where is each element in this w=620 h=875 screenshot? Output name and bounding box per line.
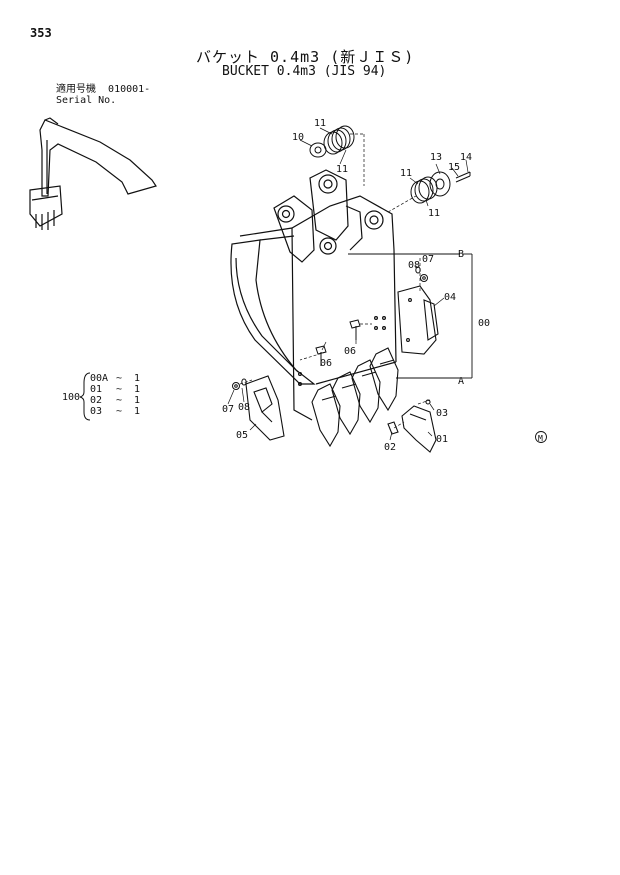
callout-06-upper: 06	[344, 346, 356, 357]
bucket-body	[230, 169, 397, 421]
callout-15: 15	[448, 162, 460, 173]
serial-value: 010001-	[108, 84, 151, 95]
callout-08-left: 08	[238, 402, 250, 413]
bucket-teeth	[311, 347, 437, 453]
side-cutter-left	[245, 375, 285, 441]
quantity-row: 03~1	[90, 406, 141, 417]
shim-stack-right	[410, 171, 471, 204]
quantity-row: 01~1	[90, 384, 141, 395]
callout-a: A	[458, 376, 464, 387]
callout-00: 00	[478, 318, 490, 329]
callout-04: 04	[444, 292, 456, 303]
callout-07-right: 07	[422, 254, 434, 265]
serial-label-jp: 適用号機	[56, 84, 96, 95]
callout-01: 01	[436, 434, 448, 445]
callout-08-right: 08	[408, 260, 420, 271]
title-japanese: バケット 0.4m3 (新ＪＩＳ)	[196, 48, 415, 66]
callout-06-lower: 06	[320, 358, 332, 369]
callout-b: B	[458, 249, 464, 260]
serial-label-en: Serial No.	[56, 95, 117, 106]
quantity-row: 00A~1	[90, 373, 141, 384]
title-english: BUCKET 0.4m3 (JIS 94)	[222, 64, 387, 79]
m-mark-circle	[535, 431, 547, 443]
callout-13: 13	[430, 152, 442, 163]
m-mark: M	[538, 434, 543, 443]
callout-03: 03	[436, 408, 448, 419]
fasteners	[232, 266, 428, 390]
serial-block: 適用号機 010001- Serial No.	[56, 84, 150, 106]
leader-lines	[227, 127, 469, 441]
callout-11d: 11	[428, 208, 440, 219]
quantity-brace	[79, 372, 91, 421]
shim-stack-left	[309, 125, 355, 158]
page-number: 353	[30, 26, 52, 40]
quantity-list: 00A~1 01~1 02~1 03~1	[90, 373, 140, 417]
excavator-thumbnail	[29, 117, 157, 230]
quantity-row: 02~1	[90, 395, 141, 406]
callout-14: 14	[460, 152, 472, 163]
callout-11c: 11	[400, 168, 412, 179]
callout-11b: 11	[336, 164, 348, 175]
callout-02: 02	[384, 442, 396, 453]
reference-brackets	[348, 253, 473, 379]
callout-07-left: 07	[222, 404, 234, 415]
callout-05: 05	[236, 430, 248, 441]
assembly-number: 100	[62, 392, 81, 403]
callout-10: 10	[292, 132, 304, 143]
side-cutter-right	[397, 285, 439, 355]
callout-11a: 11	[314, 118, 326, 129]
